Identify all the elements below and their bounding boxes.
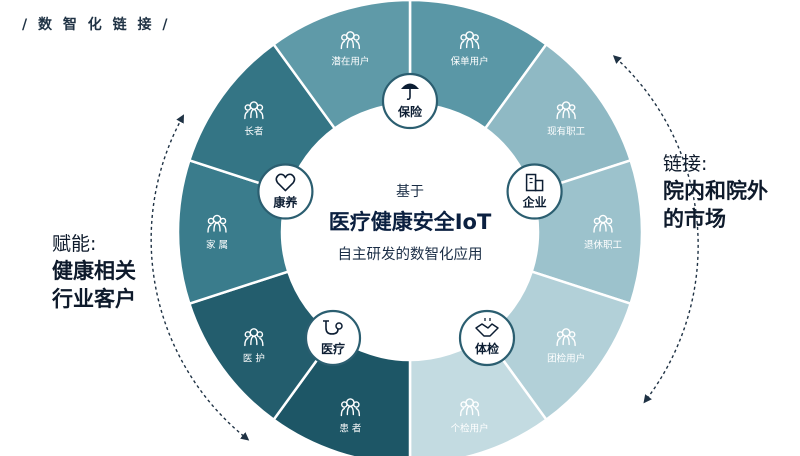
left-caption-line-2: 行业客户 <box>52 287 136 311</box>
badge-label: 医疗 <box>321 341 345 356</box>
user-group-icon <box>244 101 264 120</box>
segment-label-zhangzhe: 长者 <box>244 126 263 138</box>
center-line-1: 基于 <box>396 183 424 200</box>
badge-circle <box>506 163 563 220</box>
left-caption: 赋能: 健康相关 行业客户 <box>52 232 136 313</box>
user-group-icon <box>593 214 613 233</box>
badge-circle <box>304 309 362 367</box>
user-group-icon <box>207 214 227 233</box>
center-disc <box>282 104 538 360</box>
user-group-icon <box>340 31 361 50</box>
badge-circle <box>381 72 439 130</box>
left-caption-heading: 赋能: <box>52 233 97 255</box>
user-group-icon <box>244 328 264 347</box>
user-group-icon <box>459 398 480 417</box>
heart-icon <box>275 173 296 192</box>
badge-label: 体检 <box>475 341 499 356</box>
right-caption: 链接: 院内和院外 的市场 <box>663 152 768 233</box>
umbrella-icon <box>401 83 419 101</box>
segment-label-tuixiu: 退休职工 <box>584 239 623 251</box>
badge-label: 康养 <box>273 195 297 210</box>
right-caption-line-2: 的市场 <box>663 207 726 231</box>
right-arc-arrow <box>612 55 699 404</box>
badge-yiliao: 医疗 <box>304 309 362 367</box>
segment-label-qianzai: 潜在用户 <box>331 55 369 67</box>
user-group-icon <box>459 31 480 50</box>
center-line-2: 医疗健康安全IoT <box>329 210 492 234</box>
segment-label-yihu: 医 护 <box>243 352 265 364</box>
badge-qiye: 企业 <box>506 163 563 220</box>
stethoscope-icon <box>323 320 343 335</box>
segment-label-tuanjian: 团检用户 <box>547 352 585 364</box>
badge-label: 保险 <box>397 104 423 119</box>
segment-label-baodan: 保单用户 <box>451 55 489 67</box>
user-group-icon <box>556 328 576 347</box>
page-title: / 数 智 化 链 接 / <box>22 17 171 33</box>
left-arc-arrow <box>150 114 250 441</box>
segment-label-huanzhe: 患 者 <box>339 423 361 435</box>
badge-tijian: 体检 <box>458 309 516 367</box>
segment-label-xianyou: 现有职工 <box>547 126 586 138</box>
user-group-icon <box>556 101 576 120</box>
badge-baoxian: 保险 <box>381 72 439 130</box>
left-caption-line-1: 健康相关 <box>52 259 136 283</box>
segment-label-jiashu: 家 属 <box>206 239 228 251</box>
center-line-3: 自主研发的数智化应用 <box>338 245 483 263</box>
badge-circle <box>458 309 516 367</box>
badge-label: 企业 <box>522 195 547 210</box>
badge-circle <box>257 163 314 220</box>
segment-label-gejian: 个检用户 <box>451 423 489 435</box>
right-caption-line-1: 院内和院外 <box>663 179 768 203</box>
handshake-icon <box>475 317 499 337</box>
badge-kangyang: 康养 <box>257 163 314 220</box>
user-group-icon <box>340 398 361 417</box>
building-icon <box>525 173 544 192</box>
